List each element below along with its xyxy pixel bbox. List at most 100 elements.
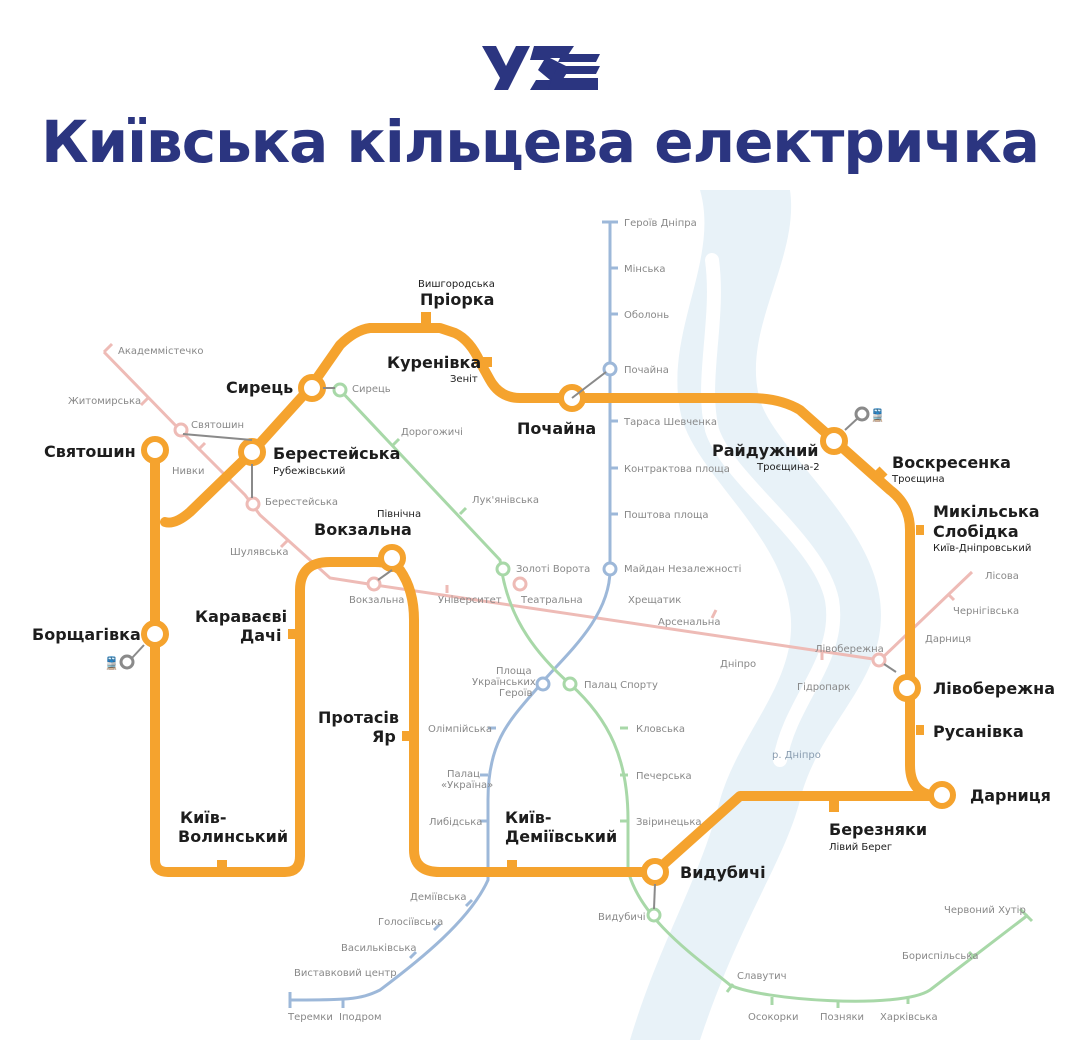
ring-sub-bereznyaky: Лівий Берег bbox=[829, 841, 892, 853]
ring-ticks bbox=[217, 312, 924, 872]
metro-label: Хрещатик bbox=[628, 595, 681, 606]
ring-sub-vokzalna: Північна bbox=[377, 508, 421, 520]
ring-label-beresteiska: Берестейська bbox=[273, 444, 400, 463]
metro-label: Поштова площа bbox=[624, 510, 709, 521]
metro-label: Тараса Шевченка bbox=[623, 417, 717, 428]
river-inner bbox=[701, 253, 841, 767]
ring-label-raiduzhnyi: Райдужний bbox=[712, 441, 818, 460]
ring-label-volynskyi-2: Волинський bbox=[178, 827, 288, 846]
metro-label: Нивки bbox=[172, 466, 204, 477]
metro-label: Почайна bbox=[624, 365, 669, 376]
metro-label: Контрактова площа bbox=[624, 464, 730, 475]
metro-label: Університет bbox=[438, 594, 502, 606]
metro-blue-ticks bbox=[288, 220, 618, 1008]
metro-red-ticks bbox=[102, 342, 956, 660]
ring-label-demiivskyi-2: Деміївський bbox=[505, 827, 617, 846]
metro-label: Шулявська bbox=[230, 547, 288, 558]
metro-label: Червоний Хутір bbox=[944, 904, 1026, 916]
metro-label: Деміївська bbox=[410, 891, 467, 903]
metro-label: Лівобережна bbox=[815, 643, 884, 655]
metro-label: Майдан Незалежності bbox=[624, 563, 741, 575]
metro-red-labels: Академмістечко Житомирська Святошин Нивк… bbox=[68, 345, 1019, 693]
ring-label-syrets: Сирець bbox=[226, 378, 293, 397]
ring-label-voskresenka: Воскресенка bbox=[892, 453, 1011, 472]
metro-label: Академмістечко bbox=[118, 345, 203, 357]
ring-sub-priorka: Вишгородська bbox=[418, 279, 495, 290]
ring-label-borshchahivka: Борщагівка bbox=[32, 625, 141, 644]
ring-label-karavaievi-2: Дачі bbox=[240, 626, 282, 645]
metro-label: Вокзальна bbox=[349, 595, 404, 606]
ring-sub-beresteiska: Рубежівський bbox=[273, 465, 345, 477]
metro-label: Кловська bbox=[636, 724, 685, 735]
metro-label: Берестейська bbox=[265, 497, 338, 508]
metro-label: Гідропарк bbox=[797, 681, 850, 693]
ring-line bbox=[150, 323, 945, 877]
metro-label: Лісова bbox=[985, 570, 1019, 582]
ring-label-pochaina: Почайна bbox=[517, 419, 596, 438]
metro-label: Сирець bbox=[352, 384, 391, 395]
metro-green-ticks bbox=[391, 437, 1034, 1008]
metro-label: Васильківська bbox=[341, 942, 417, 954]
metro-label: Дніпро bbox=[720, 658, 756, 670]
metro-label: Золоті Ворота bbox=[516, 563, 590, 575]
metro-label: Чернігівська bbox=[953, 605, 1019, 617]
metro-label: Печерська bbox=[636, 771, 692, 782]
metro-label: Бориспільська bbox=[902, 950, 978, 962]
ring-sub-mykilska: Київ-Дніпровський bbox=[933, 542, 1031, 554]
ring-label-slobidka: Слобідка bbox=[933, 522, 1019, 541]
metro-label: Харківська bbox=[880, 1011, 938, 1023]
metro-label: Видубичі bbox=[598, 911, 646, 923]
metro-label: Дорогожичі bbox=[401, 426, 463, 438]
metro-label: Позняки bbox=[820, 1012, 864, 1023]
metro-blue-labels: Героїв Дніпра Мінська Оболонь Почайна Та… bbox=[287, 217, 741, 1023]
metro-label: Либідська bbox=[429, 816, 482, 828]
metro-label: Палац Спорту bbox=[584, 680, 658, 691]
metro-label: Оболонь bbox=[624, 310, 669, 321]
metro-label: Теремки bbox=[287, 1012, 333, 1023]
metro-label: Героїв Дніпра bbox=[624, 217, 697, 229]
metro-red-line bbox=[102, 350, 974, 662]
ring-label-karavaievi-1: Караваєві bbox=[195, 607, 287, 626]
ring-label-livoberezhna: Лівобережна bbox=[933, 679, 1055, 698]
ring-label-volynskyi-1: Київ- bbox=[180, 808, 227, 827]
metro-blue-line bbox=[289, 222, 612, 1002]
ring-interchanges bbox=[141, 374, 956, 886]
page-title: Київська кільцева електричка bbox=[41, 108, 1040, 176]
metro-label: Осокорки bbox=[748, 1012, 799, 1023]
svg-text:🚆: 🚆 bbox=[870, 408, 885, 422]
metro-label: Площа bbox=[496, 666, 532, 677]
metro-green-labels: Сирець Дорогожичі Лук'янівська Золоті Во… bbox=[352, 384, 1026, 1023]
ring-label-protasiv-1: Протасів bbox=[318, 708, 399, 727]
ring-label-vydubychi: Видубичі bbox=[680, 863, 766, 882]
ring-label-vokzalna: Вокзальна bbox=[314, 520, 412, 539]
metro-label: Звіринецька bbox=[636, 816, 702, 828]
ring-sub-kurenivka: Зеніт bbox=[450, 373, 478, 385]
ring-label-kurenivka: Куренівка bbox=[387, 353, 481, 372]
ring-label-bereznyaky: Березняки bbox=[829, 820, 927, 839]
ring-label-darnytsia: Дарниця bbox=[970, 786, 1051, 805]
metro-label: Виставковий центр bbox=[294, 968, 397, 979]
metro-label: Голосіївська bbox=[378, 916, 443, 928]
metro-label: Іподром bbox=[339, 1012, 382, 1023]
ring-label-protasiv-2: Яр bbox=[372, 727, 396, 746]
metro-label: «Україна» bbox=[441, 780, 493, 791]
river-label: р. Дніпро bbox=[772, 749, 821, 761]
uz-logo bbox=[478, 44, 602, 96]
svg-text:🚆: 🚆 bbox=[104, 656, 119, 670]
ring-label-mykilska: Микільська bbox=[933, 502, 1040, 521]
metro-label: Олімпійська bbox=[428, 723, 492, 735]
metro-label: Героїв bbox=[499, 688, 532, 699]
metro-label: Арсенальна bbox=[658, 617, 720, 628]
metro-label: Лук'янівська bbox=[472, 494, 539, 506]
metro-label: Житомирська bbox=[68, 396, 141, 407]
ring-labels: Вишгородська Пріорка Куренівка Зеніт Поч… bbox=[32, 279, 1055, 882]
ring-sub-voskresenka: Троєщина bbox=[891, 474, 945, 485]
metro-label: Українських bbox=[472, 677, 536, 688]
metro-label: Палац bbox=[447, 769, 480, 780]
metro-label: Дарниця bbox=[925, 634, 971, 645]
ring-label-priorka: Пріорка bbox=[420, 290, 494, 309]
metro-label: Славутич bbox=[737, 971, 787, 982]
metro-label: Театральна bbox=[520, 595, 583, 606]
